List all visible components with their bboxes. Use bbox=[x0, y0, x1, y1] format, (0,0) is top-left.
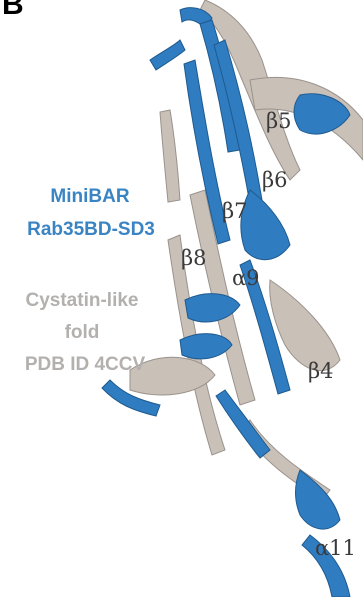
label-beta6: β6 bbox=[262, 168, 288, 192]
cystatin-legend-line3: PDB ID 4CCV bbox=[24, 354, 146, 375]
label-beta8: β8 bbox=[181, 246, 207, 270]
label-alpha11: α11 bbox=[315, 536, 356, 560]
cystatin-fold-ribbon bbox=[129, 0, 363, 501]
panel-label: B bbox=[2, 0, 24, 21]
label-alpha9: α9 bbox=[232, 266, 260, 290]
minibar-ribbon bbox=[101, 7, 351, 597]
label-beta5: β5 bbox=[266, 109, 292, 133]
minibar-legend-line1: MiniBAR bbox=[50, 186, 130, 207]
cystatin-legend-line1: Cystatin-like bbox=[25, 290, 139, 311]
label-beta4: β4 bbox=[308, 359, 334, 383]
cystatin-legend-line2: fold bbox=[64, 322, 100, 343]
label-beta7: β7 bbox=[222, 199, 248, 223]
minibar-legend-line2: Rab35BD-SD3 bbox=[27, 219, 155, 240]
